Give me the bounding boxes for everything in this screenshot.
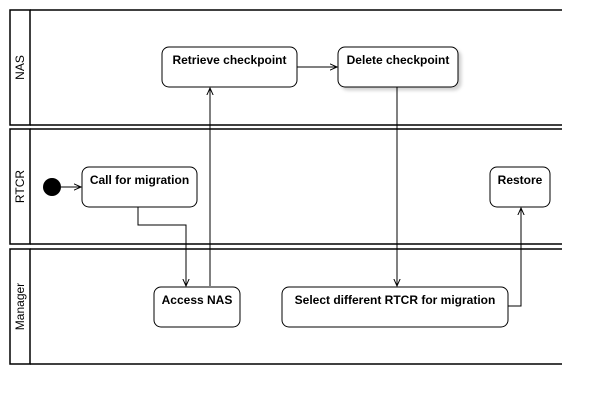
node-delete-checkpoint: Delete checkpoint: [337, 46, 459, 88]
lane-nas-header: [9, 9, 31, 126]
node-retrieve-checkpoint-label: Retrieve checkpoint: [172, 53, 286, 67]
node-retrieve-checkpoint: Retrieve checkpoint: [161, 46, 298, 88]
edge-select-to-restore: [508, 208, 521, 307]
node-call-for-migration: Call for migration: [81, 166, 198, 208]
node-access-nas: Access NAS: [153, 286, 241, 328]
initial-node: [43, 178, 61, 196]
node-restore: Restore: [489, 166, 551, 208]
lane-manager-label: Manager: [13, 283, 27, 330]
node-restore-label: Restore: [498, 173, 543, 187]
lane-manager-header: [9, 248, 31, 365]
node-select-different-rtcr-label: Select different RTCR for migration: [295, 293, 496, 307]
node-call-for-migration-label: Call for migration: [90, 173, 189, 187]
lane-rtcr-header: [9, 128, 31, 245]
node-delete-checkpoint-label: Delete checkpoint: [347, 53, 450, 67]
lane-nas-label: NAS: [13, 55, 27, 80]
lane-rtcr-label: RTCR: [13, 170, 27, 203]
node-select-different-rtcr: Select different RTCR for migration: [281, 286, 509, 328]
lane-rtcr: RTCR: [9, 128, 562, 245]
edge-call-to-access: [137, 207, 186, 286]
node-access-nas-label: Access NAS: [162, 293, 233, 307]
lane-nas: NAS: [9, 9, 562, 126]
lane-manager: Manager: [9, 248, 562, 365]
edges: [61, 67, 521, 307]
